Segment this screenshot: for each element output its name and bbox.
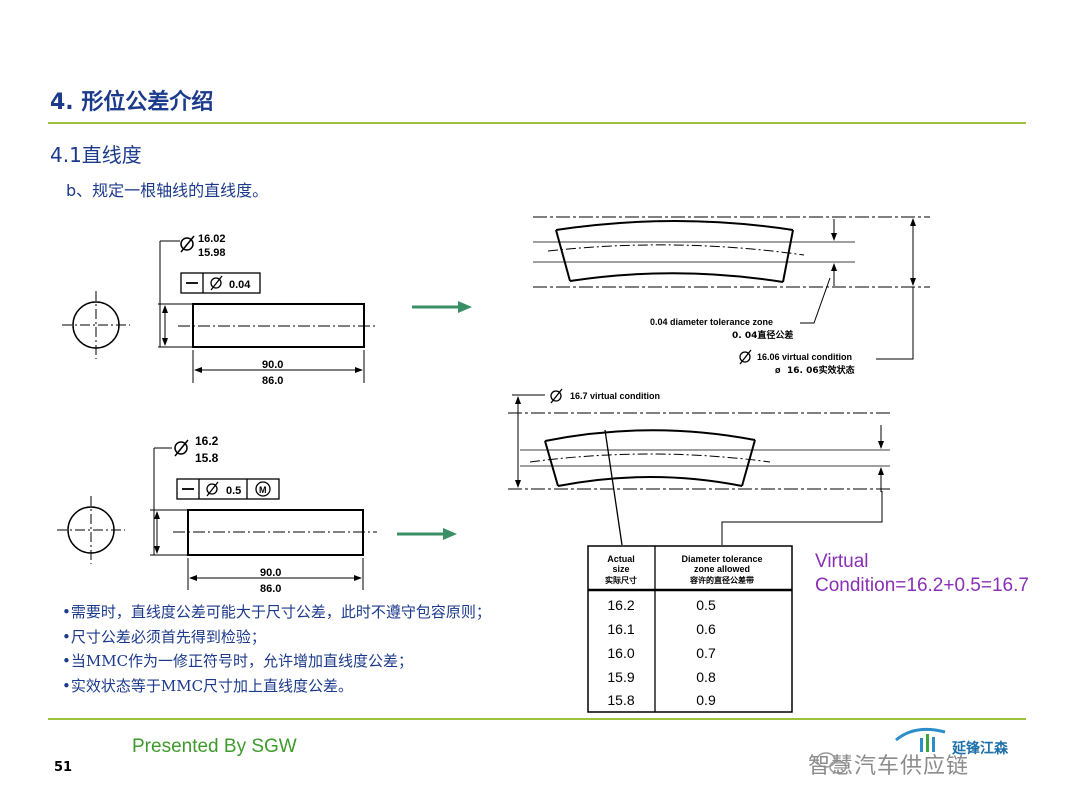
table-row-zone: 0.5: [696, 597, 716, 613]
table-header-zone-2: zone allowed: [694, 564, 750, 574]
mmc-modifier: M: [259, 485, 267, 495]
footer-presented-by: Presented By SGW: [132, 736, 297, 757]
logo-text: 延锋江森: [952, 741, 1008, 757]
table-header-zone-cn: 容许的直径公差带: [689, 575, 754, 585]
bullet-list: •需要时，直线度公差可能大于尺寸公差，此时不遵守包容原则； •尺寸公差必须首先得…: [62, 600, 491, 698]
wechat-icon: [816, 752, 847, 774]
drawing1-len-upper: 90.0: [262, 359, 283, 371]
virtual-condition-note: Virtual Condition=16.2+0.5=16.7: [815, 551, 1029, 596]
table-row-size: 16.1: [607, 621, 634, 637]
header-divider: [48, 122, 1026, 124]
bullet-item: •尺寸公差必须首先得到检验；: [62, 627, 266, 646]
arrow-right-icon: [397, 528, 457, 540]
table-row-zone: 0.7: [696, 645, 716, 661]
table-row-zone: 0.6: [696, 621, 716, 637]
bullet-item: •实效状态等于MMC尺寸加上直线度公差。: [62, 676, 354, 695]
table-row-size: 15.8: [607, 692, 634, 708]
vc-label-en: 16.06 virtual condition: [757, 352, 852, 362]
logo-icon: [895, 727, 946, 752]
table-row-zone: 0.8: [696, 669, 716, 685]
bullet-item: •需要时，直线度公差可能大于尺寸公差，此时不遵守包容原则；: [62, 603, 491, 621]
page-title: 4. 形位公差介绍: [50, 90, 214, 115]
drawing1-frame-value: 0.04: [229, 279, 251, 291]
drawing2-len-upper: 90.0: [260, 567, 281, 579]
page-number: 51: [54, 760, 73, 775]
table-row-size: 16.0: [607, 645, 634, 661]
drawing2-vc-label: 16.7 virtual condition: [570, 391, 660, 401]
item-heading: b、规定一根轴线的直线度。: [66, 181, 269, 200]
watermark-text: 智慧汽车供应链: [808, 754, 970, 779]
drawing1-side-view: [158, 235, 378, 383]
zone-label-en: 0.04 diameter tolerance zone: [650, 317, 773, 327]
drawing2-frame-value: 0.5: [226, 485, 241, 497]
table-header-zone-1: Diameter tolerance: [681, 554, 762, 564]
drawing2-tolerance-zone: [508, 388, 890, 546]
table-row-zone: 0.9: [696, 692, 716, 708]
drawing1-dia-lower: 15.98: [198, 247, 226, 259]
table-header-actual-1: Actual: [607, 554, 635, 564]
table-row-size: 16.2: [607, 597, 634, 613]
drawing1-len-lower: 86.0: [262, 375, 283, 387]
footer-divider: [48, 718, 1026, 720]
svg-text:ø: ø: [775, 365, 781, 375]
drawing2-dia-upper: 16.2: [195, 434, 219, 448]
vc-label-cn: 16. 06实效状态: [787, 364, 855, 376]
drawing1-tolerance-zone: [533, 216, 930, 365]
drawing2-len-lower: 86.0: [260, 583, 281, 595]
arrow-right-icon: [412, 301, 472, 313]
tolerance-table: [587, 545, 793, 713]
drawing2-side-view: [150, 439, 377, 590]
drawing1-dia-upper: 16.02: [198, 233, 226, 245]
section-heading: 4.1直线度: [50, 143, 142, 167]
table-header-actual-cn: 实际尺寸: [605, 575, 637, 585]
drawing1-end-view: [62, 291, 130, 359]
drawing2-dia-lower: 15.8: [195, 451, 219, 465]
bullet-item: •当MMC作为一修正符号时，允许增加直线度公差；: [62, 652, 414, 670]
table-header-actual-2: size: [612, 564, 629, 574]
drawing2-end-view: [57, 496, 125, 564]
table-row-size: 15.9: [607, 669, 634, 685]
zone-label-cn: 0. 04直径公差: [732, 329, 793, 341]
